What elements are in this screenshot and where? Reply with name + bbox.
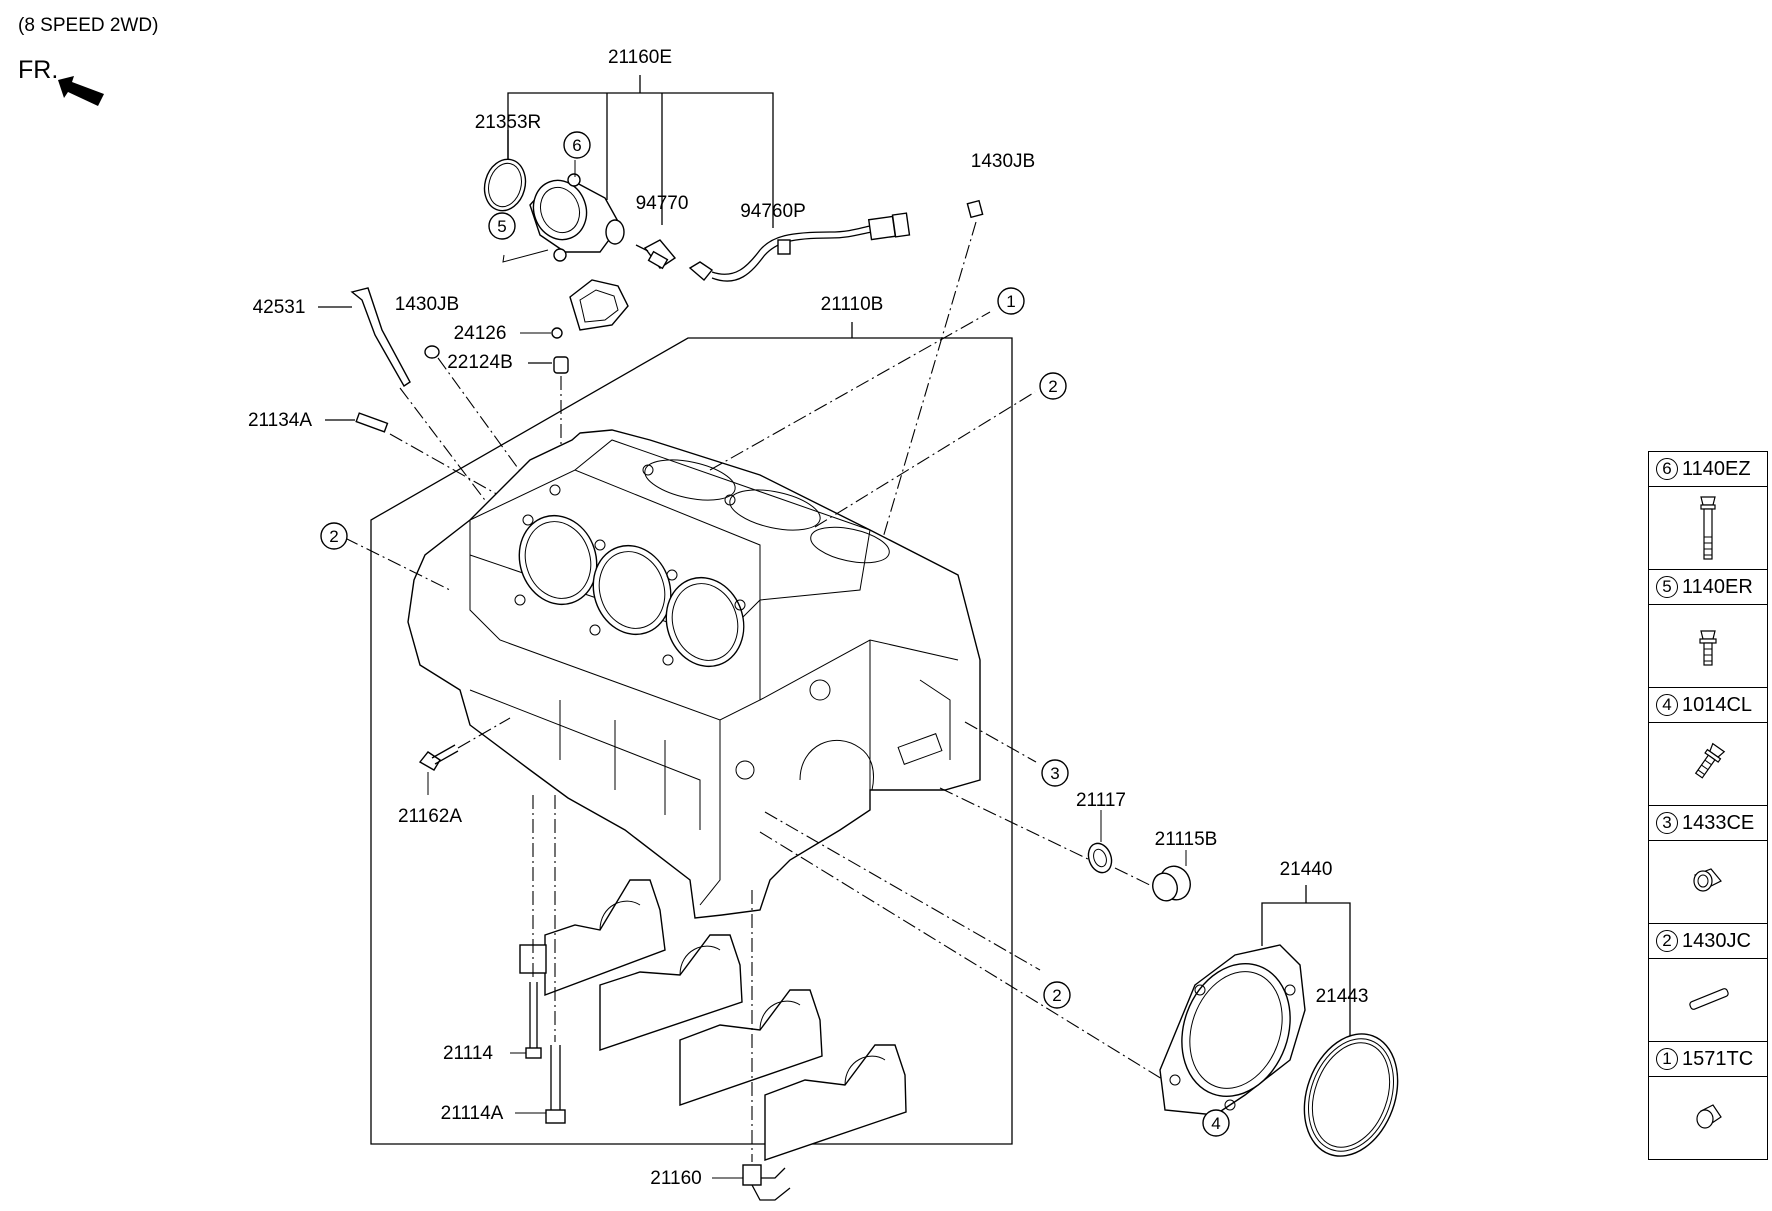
label-21114A: 21114A	[441, 1103, 504, 1124]
front-label: FR.	[18, 56, 59, 84]
bolt-21114	[510, 795, 542, 1059]
legend-row-6-image	[1649, 487, 1767, 570]
legend-6-number: 6	[1656, 458, 1678, 480]
label-21115B: 21115B	[1155, 829, 1218, 850]
callout-3-number: 3	[1050, 764, 1059, 783]
plug-icon	[1693, 868, 1722, 892]
callout-5-leader	[502, 249, 549, 263]
label-21160E: 21160E	[608, 47, 672, 68]
washer-21117	[1087, 810, 1113, 874]
legend-3-code: 1433CE	[1682, 811, 1755, 834]
callout-circles	[320, 131, 1230, 1137]
legend-5-code: 1140ER	[1682, 575, 1753, 598]
label-21110B: 21110B	[821, 294, 884, 315]
dowel-sleeve-1430JB-top	[879, 199, 984, 549]
legend-row-3-header: 3 1433CE	[1649, 806, 1767, 841]
label-94770: 94770	[636, 193, 689, 214]
label-21162A: 21162A	[398, 806, 462, 827]
label-21440: 21440	[1280, 859, 1333, 880]
temperature-sensor-94770	[635, 239, 677, 270]
dowel-pin-icon	[1689, 988, 1729, 1010]
bolt-21162A	[418, 717, 511, 795]
label-1430JB-top: 1430JB	[971, 151, 1035, 172]
legend-2-number: 2	[1656, 930, 1678, 952]
cap-icon	[1696, 1104, 1722, 1129]
legend-row-5-image	[1649, 605, 1767, 688]
label-42531: 42531	[253, 297, 306, 318]
knock-sensor-21160	[712, 890, 791, 1201]
legend-6-code: 1140EZ	[1682, 457, 1751, 480]
legend-row-6-header: 6 1140EZ	[1649, 452, 1767, 487]
legend-row-3-image	[1649, 841, 1767, 924]
label-21134A: 21134A	[248, 410, 312, 431]
label-21353R: 21353R	[475, 112, 542, 133]
callout-3-leader	[964, 721, 1037, 763]
legend-2-code: 1430JC	[1682, 929, 1751, 952]
plug-21117-axis	[939, 787, 1091, 861]
bolt-21114A	[515, 795, 566, 1124]
legend-row-1-image	[1649, 1077, 1767, 1159]
label-21160: 21160	[650, 1168, 701, 1189]
o-ring-21353R	[483, 158, 527, 212]
legend-1-code: 1571TC	[1682, 1047, 1754, 1070]
rear-seal-carrier-21440	[1159, 944, 1306, 1116]
legend-3-number: 3	[1656, 812, 1678, 834]
thermostat-housing	[529, 173, 625, 262]
angled-bolt-icon	[1694, 742, 1726, 779]
short-bolt-icon	[1699, 630, 1717, 666]
wiring-harness-94760P	[688, 212, 911, 282]
legend-row-2-header: 2 1430JC	[1649, 924, 1767, 959]
label-94760P: 94760P	[740, 201, 806, 222]
callout-4-leader	[759, 831, 1181, 1091]
legend-4-number: 4	[1656, 694, 1678, 716]
callout-2b-leader	[344, 537, 451, 591]
legend-4-code: 1014CL	[1682, 693, 1753, 716]
long-bolt-icon	[1700, 496, 1716, 560]
legend-row-4-header: 4 1014CL	[1649, 688, 1767, 723]
main-bearing-caps	[519, 879, 907, 1161]
callout-1-number: 1	[1006, 292, 1015, 311]
block-group-frame	[370, 322, 1013, 1145]
label-21114: 21114	[443, 1043, 493, 1064]
callout-2a-leader	[814, 391, 1036, 528]
thermostat-group-bracket	[507, 75, 774, 228]
label-22124B: 22124B	[447, 352, 513, 373]
callout-2c-number: 2	[1052, 986, 1061, 1005]
fastener-legend: 6 1140EZ 5 1140ER 4 1014CL	[1648, 451, 1768, 1160]
plug-21115B	[1152, 850, 1191, 902]
legend-row-2-image	[1649, 959, 1767, 1042]
legend-1-number: 1	[1656, 1048, 1678, 1070]
callout-4-number: 4	[1211, 1114, 1220, 1133]
legend-row-5-header: 5 1140ER	[1649, 570, 1767, 605]
dowel-sleeve-1430JB-left	[424, 345, 526, 479]
plug-21115B-axis	[1114, 867, 1161, 891]
callout-1-leader	[709, 311, 991, 471]
front-indicator: FR.	[18, 56, 58, 85]
callout-2b-number: 2	[329, 527, 338, 546]
dipstick-guide-42531	[318, 287, 501, 521]
label-1430JB-left: 1430JB	[395, 294, 459, 315]
oil-seal-21443	[1303, 1033, 1399, 1157]
cylinder-block-21110B	[407, 429, 981, 919]
legend-5-number: 5	[1656, 576, 1678, 598]
variant-title: (8 SPEED 2WD)	[18, 15, 159, 36]
gasket-24126	[520, 279, 629, 339]
callout-6-number: 6	[572, 136, 581, 155]
front-arrow-icon	[58, 76, 104, 106]
callout-5-number: 5	[497, 217, 506, 236]
rear-seal-group-bracket	[1261, 885, 1351, 1048]
label-24126: 24126	[454, 323, 507, 344]
legend-row-4-image	[1649, 723, 1767, 806]
label-21443: 21443	[1316, 986, 1369, 1007]
legend-row-1-header: 1 1571TC	[1649, 1042, 1767, 1077]
callout-2a-number: 2	[1048, 377, 1057, 396]
label-21117: 21117	[1076, 790, 1126, 811]
callout-2c-leader	[764, 811, 1041, 971]
